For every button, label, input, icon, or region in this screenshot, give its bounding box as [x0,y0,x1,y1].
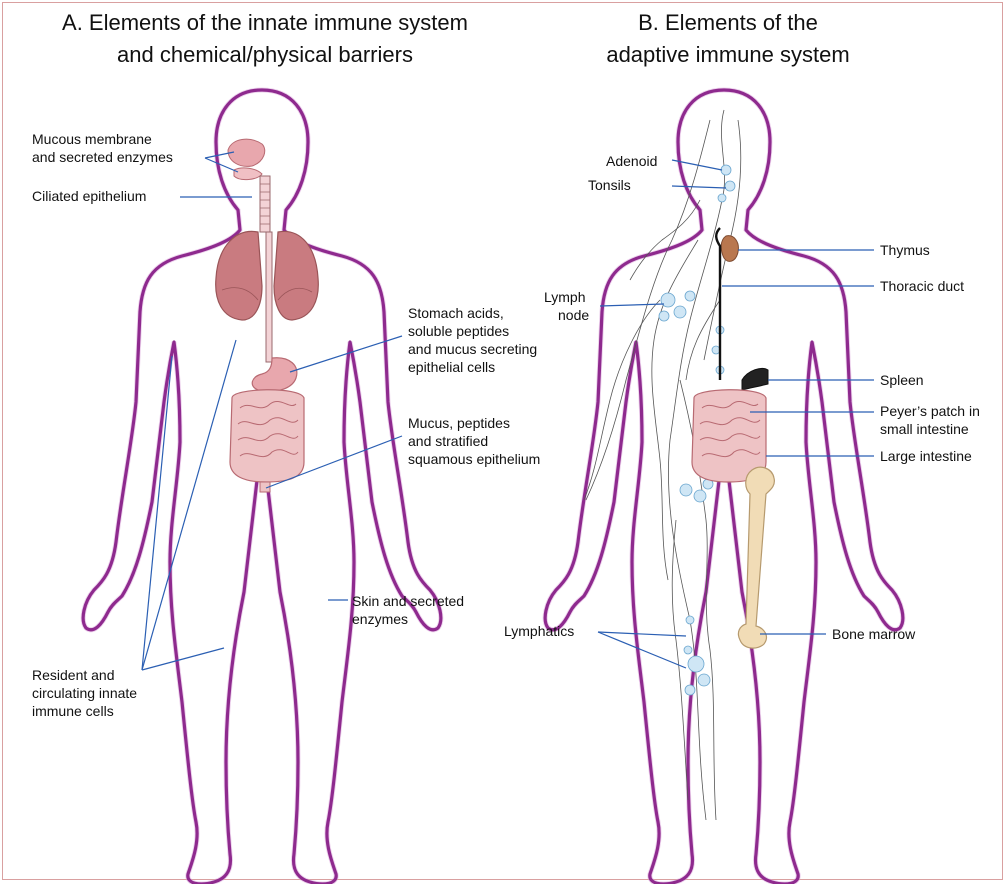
label-spleen: Spleen [880,372,924,388]
label-stomach-3: and mucus secreting [408,341,537,357]
stomach-illustration [252,358,297,392]
panel-b: B. Elements of the adaptive immune syste… [504,10,980,884]
label-mucous-membrane-2: and secreted enzymes [32,149,173,165]
label-skin-1: Skin and secreted [352,593,464,609]
thymus-illustration [721,236,738,262]
body-figure-b [545,90,903,884]
label-tonsils: Tonsils [588,177,631,193]
label-resident-1: Resident and [32,667,115,683]
label-mucus-1: Mucus, peptides [408,415,510,431]
nasal-cavity-illustration [228,139,265,179]
label-lymphatics: Lymphatics [504,623,574,639]
panel-b-title-line1: B. Elements of the [638,10,818,35]
label-mucus-3: squamous epithelium [408,451,540,467]
femur-bone-illustration [738,467,774,648]
intestines-illustration [230,390,304,492]
label-peyers-patch-2: small intestine [880,421,969,437]
label-resident-2: circulating innate [32,685,137,701]
panel-a-title-line2: and chemical/physical barriers [117,42,413,67]
label-lymph-node-2: node [558,307,589,323]
label-ciliated-epithelium: Ciliated epithelium [32,188,146,204]
label-stomach-1: Stomach acids, [408,305,504,321]
label-stomach-4: epithelial cells [408,359,495,375]
label-large-intestine: Large intestine [880,448,972,464]
label-skin-2: enzymes [352,611,408,627]
label-adenoid: Adenoid [606,153,657,169]
panel-b-title-line2: adaptive immune system [606,42,849,67]
label-resident-3: immune cells [32,703,114,719]
panel-a-title-line1: A. Elements of the innate immune system [62,10,468,35]
label-stomach-2: soluble peptides [408,323,509,339]
spleen-illustration [742,368,768,390]
label-mucous-membrane-1: Mucous membrane [32,131,152,147]
label-peyers-patch-1: Peyer’s patch in [880,403,980,419]
label-lymph-node-1: Lymph [544,289,586,305]
label-thoracic-duct: Thoracic duct [880,278,964,294]
trachea-illustration [260,176,272,362]
label-mucus-2: and stratified [408,433,488,449]
label-bone-marrow: Bone marrow [832,626,916,642]
thoracic-duct-illustration [716,228,720,380]
label-thymus: Thymus [880,242,930,258]
panel-a: A. Elements of the innate immune system … [32,10,540,884]
